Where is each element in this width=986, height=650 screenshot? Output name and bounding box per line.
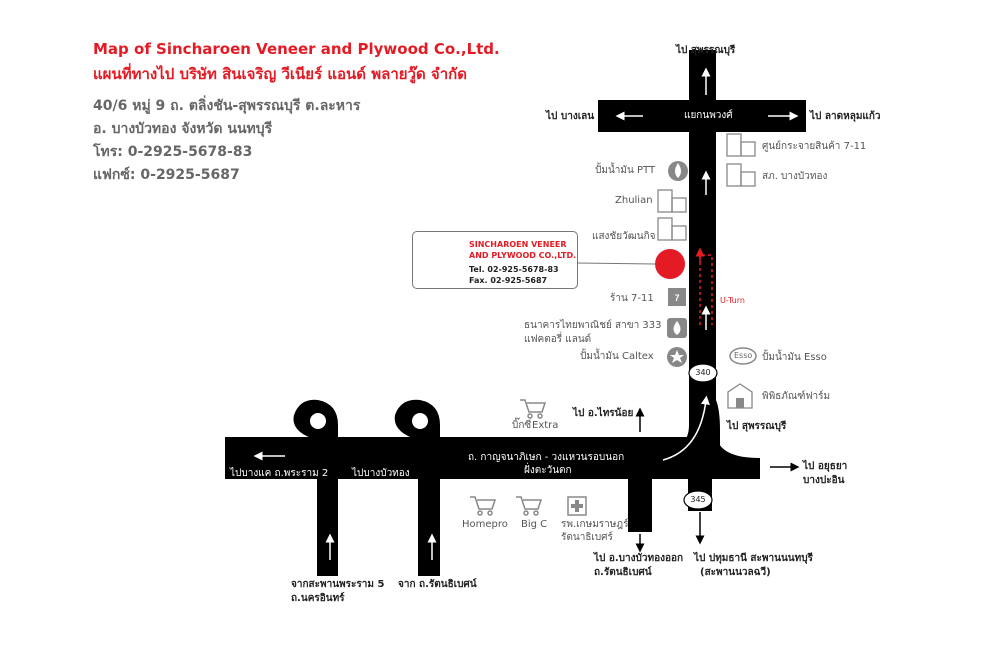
svg-text:7: 7: [674, 293, 679, 303]
label-to-bbt-out-1: ไป อ.บางบัวทองออก: [594, 553, 684, 564]
label-district-office: สภ. บางบัวทอง: [762, 171, 828, 182]
company-info-callout: SINCHAROEN VENEER AND PLYWOOD CO.,LTD. T…: [412, 231, 578, 289]
label-from-rama5-1: จากสะพานพระราม 5: [291, 579, 385, 590]
label-to-pathum-2: (สะพานนวลฉวี): [700, 567, 771, 578]
label-scb-1: ธนาคารไทยพาณิชย์ สาขา 333: [524, 320, 662, 331]
label-museum: พิพิธภัณฑ์ฟาร์ม: [762, 391, 831, 402]
address-line-1: 40/6 หมู่ 9 ถ. ตลิ่งชัน-สุพรรณบุรี ต.ละห…: [93, 98, 361, 114]
label-to-ayutthaya-2: บางปะอิน: [803, 475, 845, 486]
label-big-c-extra-1: บิ๊กซี: [512, 420, 532, 431]
direction-arrows: [635, 407, 800, 553]
road-arrows: [253, 67, 799, 560]
route-345-shield: [683, 490, 713, 510]
esso-icon: [729, 347, 757, 365]
label-to-bang-bua-thong: ไปบางบัวทอง: [352, 468, 410, 479]
label-to-sai-noi: ไป อ.ไทรน้อย: [573, 408, 634, 419]
caltex-icon: [667, 347, 687, 367]
company-name-line-2: AND PLYWOOD CO.,LTD.: [469, 251, 577, 260]
seven-eleven-icon: [668, 288, 686, 306]
label-big-c-extra-2: Extra: [532, 420, 559, 431]
phone-number: โทร: 0-2925-5678-83: [93, 144, 253, 160]
label-to-bang-khae: ไปบางแค ถ.พระราม 2: [230, 468, 329, 479]
company-location-marker: [655, 249, 685, 279]
company-name-line-1: SINCHAROEN VENEER: [469, 240, 567, 249]
shopping-cart-icon: [470, 399, 547, 516]
ramp-loop-left: [293, 399, 338, 576]
fax-number: แฟกซ์: 0-2925-5687: [93, 167, 240, 183]
label-main-road-1: ถ. กาญจนาภิเษก - วงแหวนรอบนอก: [468, 452, 625, 463]
route-345-label: 345: [690, 495, 706, 504]
ptt-icon: [668, 161, 688, 181]
label-hospital-1: รพ.เกษมราษฎร์: [561, 519, 629, 530]
road-kanchanaphisek: [225, 436, 761, 479]
address-line-2: อ. บางบัวทอง จังหวัด นนทบุรี: [93, 121, 273, 137]
label-seven-eleven: ร้าน 7-11: [610, 293, 654, 304]
company-contact: Tel. 02-925-5678-83 Fax. 02-925-5687: [469, 264, 559, 286]
museum-icon: [727, 383, 753, 409]
label-to-bbt-out-2: ถ.รัตนธิเบศน์: [594, 567, 652, 578]
label-homepro: Homepro: [462, 519, 508, 530]
route-340-label: 340: [695, 368, 711, 377]
map-title-english: Map of Sincharoen Veneer and Plywood Co.…: [93, 40, 500, 58]
label-big-c: Big C: [521, 519, 548, 530]
label-to-lat-lum-kaeo: ไป ลาดหลุมแก้ว: [810, 111, 881, 122]
label-distribution-center: ศูนย์กระจายสินค้า 7-11: [762, 141, 867, 152]
label-to-pathum-1: ไป ปทุมธานี สะพานนนทบุรี: [694, 553, 813, 564]
label-from-rattanathibet: จาก ถ.รัตนธิเบศน์: [398, 579, 477, 590]
label-esso: ปั้มน้ำมัน Esso: [762, 352, 827, 363]
u-turn-path: [695, 247, 713, 325]
company-fax: Fax. 02-925-5687: [469, 276, 548, 285]
label-to-ayutthaya-1: ไป อยุธยา: [803, 461, 848, 472]
label-main-road-2: ฝั่งตะวันตก: [524, 465, 572, 476]
label-hospital-2: รัตนาธิเบศร์: [561, 532, 613, 543]
hospital-icon: [567, 496, 587, 516]
route-340-shield: [688, 363, 718, 383]
label-zhulian: Zhulian: [615, 195, 653, 206]
label-to-bang-len: ไป บางเลน: [546, 111, 595, 122]
label-to-suphan-bottom: ไป สุพรรณบุรี: [727, 421, 787, 432]
ramp-loop-right: [394, 399, 440, 576]
label-to-suphan-top: ไป สุพรรณบุรี: [676, 45, 736, 56]
label-ptt: ปั้มน้ำมัน PTT: [595, 165, 656, 176]
label-caltex: ปั้มน้ำมัน Caltex: [580, 351, 654, 362]
map-title-thai: แผนที่ทางไป บริษัท สินเจริญ วีเนียร์ แอน…: [93, 65, 467, 83]
scb-bank-icon: [667, 318, 687, 338]
esso-logo-text: Esso: [734, 351, 753, 360]
label-scb-2: แฟคตอรี่ แลนด์: [524, 334, 592, 345]
building-icon: [657, 133, 756, 241]
company-name: SINCHAROEN VENEER AND PLYWOOD CO.,LTD.: [469, 239, 576, 261]
company-tel: Tel. 02-925-5678-83: [469, 265, 559, 274]
label-intersection: แยกนพวงศ์: [684, 110, 733, 121]
label-saengchai: แสงชัยวัฒนกิจ: [592, 231, 656, 242]
label-u-turn: U-Turn: [720, 296, 745, 305]
label-from-rama5-2: ถ.นครอินทร์: [291, 593, 345, 604]
